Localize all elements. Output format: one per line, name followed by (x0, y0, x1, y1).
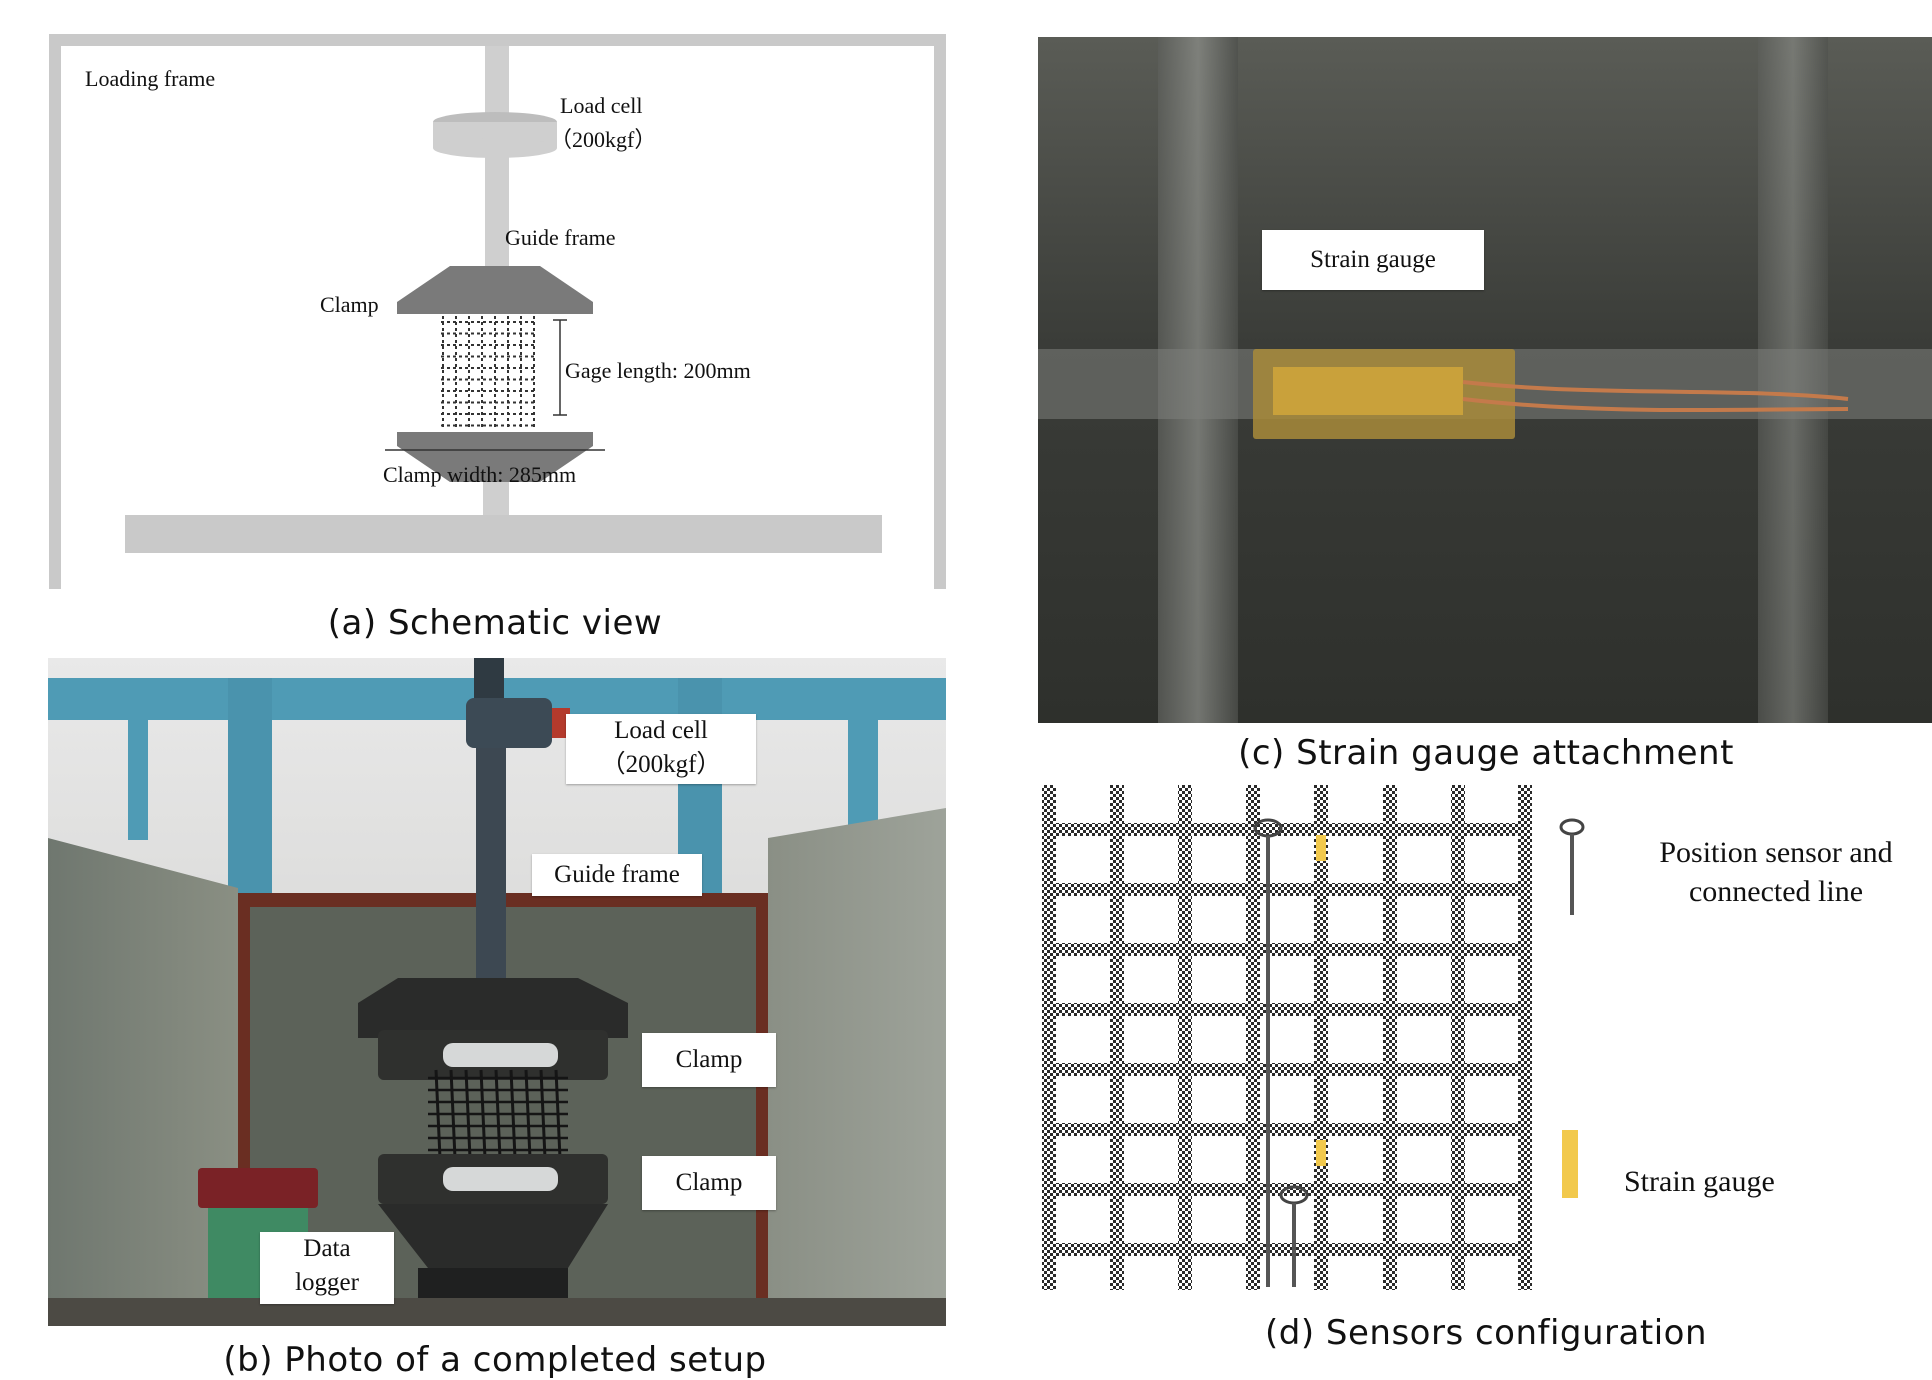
strain-gauge-element (1273, 367, 1463, 415)
guide-rod-photo (476, 748, 506, 978)
label-load-cell: Load cell (560, 93, 643, 118)
caption-a: (a) Schematic view (327, 603, 663, 643)
label-box-data-logger: Data logger (260, 1232, 394, 1304)
load-cell-bottom (433, 138, 557, 158)
setup-photo (48, 658, 946, 1326)
legend-position-sensor-icon (1559, 818, 1585, 836)
bottom-clamp-wedge (397, 446, 593, 482)
grid-d-rib-v (1451, 785, 1465, 1290)
data-logger-text-2: logger (295, 1269, 359, 1296)
tank-left-wall (48, 838, 238, 1326)
load-cell-photo (466, 698, 552, 748)
bottom-clamp-photo (378, 1204, 608, 1268)
grid-d-rib-h (1042, 1003, 1532, 1016)
label-guide-frame: Guide frame (505, 225, 616, 250)
data-logger-text-1: Data (303, 1235, 351, 1262)
load-cell-text: Load cell (614, 717, 708, 744)
lower-rod (483, 482, 509, 518)
clamp-bar-top (443, 1043, 558, 1067)
grid-d-rib-v (1110, 785, 1124, 1290)
top-clamp-wedge (397, 266, 593, 302)
geogrid-layout (1042, 785, 1532, 1290)
panel-a-schematic: Loading frame Load cell （200kgf） Guide f… (45, 30, 950, 600)
load-cell-capacity-text: （200kgf） (600, 751, 722, 778)
sensor-layout (1042, 785, 1585, 1290)
caption-c: (c) Strain gauge attachment (1238, 733, 1734, 773)
grid-d-rib-h (1042, 1123, 1532, 1136)
label-gage-length: Gage length: 200mm (565, 358, 751, 383)
grid-d-rib-h (1042, 823, 1532, 836)
legend-position-text-1: Position sensor and (1659, 836, 1893, 869)
panel-b-photo: Load cell （200kgf） Guide frame Clamp Cla… (48, 658, 946, 1326)
strain-gauge-marker-bottom (1316, 1140, 1326, 1166)
label-box-clamp-top: Clamp (642, 1033, 776, 1087)
label-box-load-cell: Load cell （200kgf） (566, 714, 756, 784)
legend-position-text-2: connected line (1688, 875, 1864, 908)
grid-d-rib-v (1246, 785, 1260, 1290)
guide-rod (485, 46, 509, 298)
legend-strain-gauge-icon (1562, 1130, 1578, 1198)
strain-gauge-marker-top (1316, 835, 1326, 861)
grid-d-rib-h (1042, 1243, 1532, 1256)
label-box-clamp-bottom: Clamp (642, 1156, 776, 1210)
label-clamp: Clamp (320, 292, 379, 317)
loading-frame-left (49, 34, 61, 589)
data-logger-device (198, 1168, 318, 1208)
label-box-strain-gauge: Strain gauge (1262, 230, 1484, 290)
panel-d-diagram: Position sensor and connected line Strai… (1038, 785, 1932, 1295)
strain-gauge-photo (1038, 37, 1932, 723)
label-loading-frame: Loading frame (85, 66, 216, 91)
clamp-bar-bottom (443, 1167, 558, 1191)
legend-strain-gauge: Strain gauge (1624, 1165, 1775, 1198)
geogrid-specimen (441, 316, 535, 430)
grid-d-rib-v (1178, 785, 1192, 1290)
tank-right-wall (768, 808, 946, 1326)
caption-d: (d) Sensors configuration (1264, 1313, 1707, 1353)
base-plate (125, 515, 882, 553)
grid-d-rib-h (1042, 883, 1532, 896)
grid-d-rib-v (1042, 785, 1056, 1290)
gauge-lead-wire-1 (1462, 380, 1849, 401)
legend-position-sensor: Position sensor and connected line (1626, 833, 1926, 911)
top-clamp-plate (397, 302, 593, 314)
gauge-lead-wire-2 (1462, 397, 1849, 413)
grid-d-rib-h (1042, 1063, 1532, 1076)
loading-frame-top (49, 34, 946, 46)
grid-d-rib-h (1042, 943, 1532, 956)
grid-d-rib-v (1383, 785, 1397, 1290)
panel-c-photo: Strain gauge (1038, 37, 1932, 723)
grid-d-rib-v (1518, 785, 1532, 1290)
label-clamp-width: Clamp width: 285mm (383, 462, 577, 487)
top-clamp-photo (358, 978, 628, 1038)
caption-b: (b) Photo of a completed setup (223, 1340, 767, 1380)
bottom-clamp-plate (397, 432, 593, 446)
label-box-guide-frame: Guide frame (532, 854, 702, 896)
geogrid-photo (428, 1069, 568, 1159)
label-load-cell-capacity: （200kgf） (550, 127, 657, 152)
schematic-diagram (49, 34, 946, 589)
loading-frame-right (934, 34, 946, 589)
